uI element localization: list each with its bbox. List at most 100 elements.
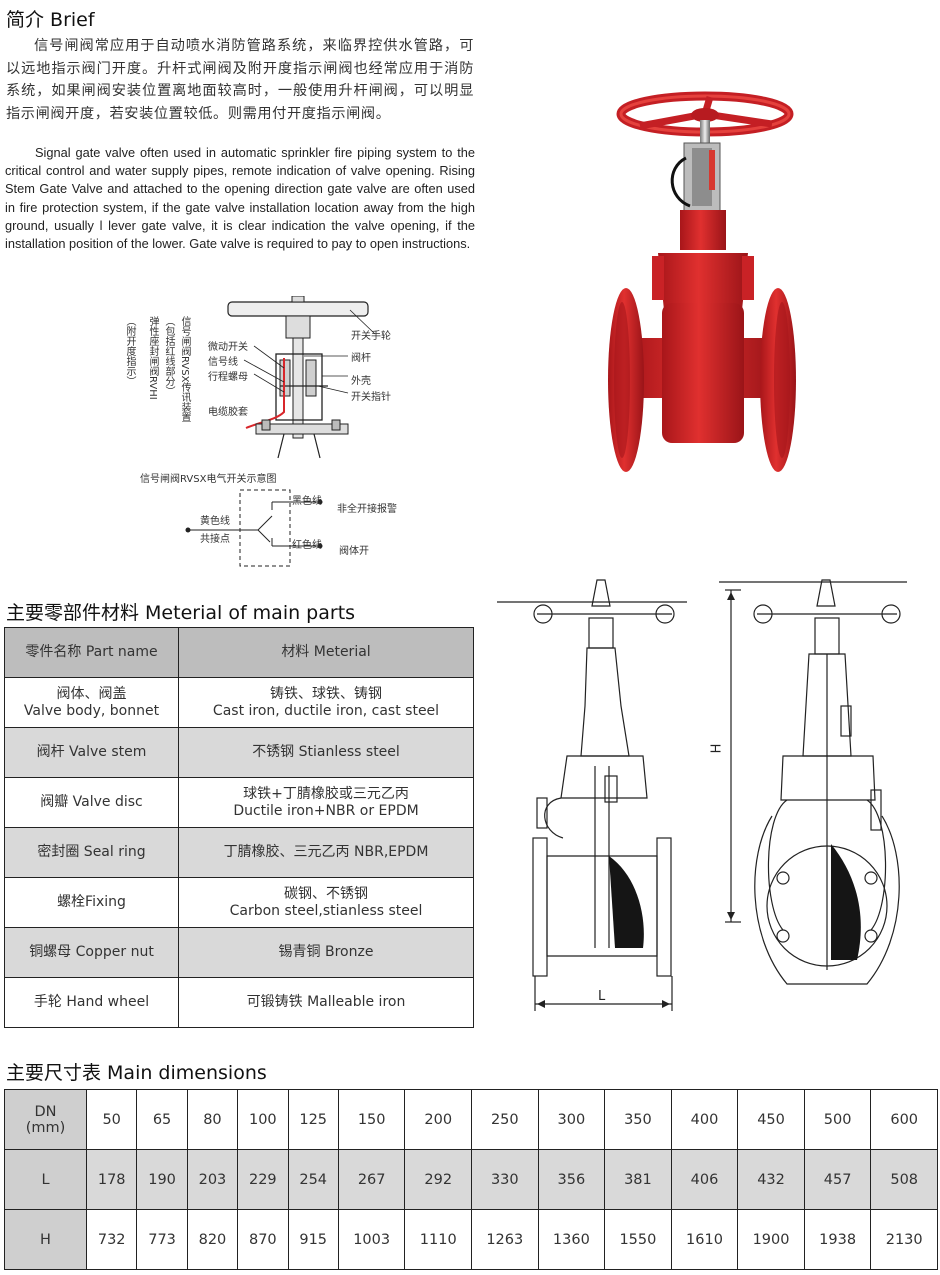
table-cell: 432 bbox=[737, 1149, 805, 1210]
parts-header-material: 材料 Meterial bbox=[178, 627, 474, 678]
table-cell: 406 bbox=[670, 1149, 739, 1210]
table-cell: 254 bbox=[287, 1149, 339, 1210]
part-material: 可锻铸铁 Malleable iron bbox=[178, 977, 474, 1028]
label-signal-wire: 信号线 bbox=[208, 357, 238, 368]
brief-title: 简介 Brief bbox=[6, 9, 95, 31]
table-cell: 300 bbox=[537, 1089, 606, 1150]
table-cell: 450 bbox=[737, 1089, 805, 1150]
label-micro-switch: 微动开关 bbox=[208, 342, 248, 353]
brief-cn-paragraph: 信号闸阀常应用于自动喷水消防管路系统，来临界控供水管路，可以远地指示阀门开度。升… bbox=[6, 38, 474, 122]
part-material: 丁腈橡胶、三元乙丙 NBR,EPDM bbox=[178, 827, 474, 878]
part-material: 锡青铜 Bronze bbox=[178, 927, 474, 978]
table-cell: 229 bbox=[237, 1149, 289, 1210]
parts-header-row: 零件名称 Part name 材料 Meterial bbox=[4, 627, 474, 678]
table-cell: 508 bbox=[870, 1149, 938, 1210]
table-cell: 125 bbox=[287, 1089, 339, 1150]
label-yellow-wire: 黄色线 bbox=[200, 516, 230, 527]
table-cell: 773 bbox=[136, 1209, 188, 1270]
row-header-l: L bbox=[4, 1149, 87, 1210]
table-row: 阀杆 Valve stem 不锈钢 Stianless steel bbox=[4, 727, 474, 778]
table-cell: 100 bbox=[237, 1089, 289, 1150]
part-name: 螺栓Fixing bbox=[4, 877, 179, 928]
table-cell: 250 bbox=[471, 1089, 539, 1150]
table-cell: 80 bbox=[186, 1089, 239, 1150]
table-cell: 1610 bbox=[670, 1209, 739, 1270]
valve-technical-drawing bbox=[497, 579, 907, 1011]
label-common-contact: 共接点 bbox=[200, 534, 230, 545]
table-cell: 1360 bbox=[537, 1209, 606, 1270]
table-row: 密封圈 Seal ring 丁腈橡胶、三元乙丙 NBR,EPDM bbox=[4, 827, 474, 878]
label-stem: 阀杆 bbox=[351, 353, 371, 364]
table-cell: 356 bbox=[537, 1149, 606, 1210]
label-switch-pointer: 开关指针 bbox=[351, 392, 391, 403]
table-cell: 1263 bbox=[471, 1209, 539, 1270]
table-cell: 915 bbox=[287, 1209, 339, 1270]
parts-header-name: 零件名称 Part name bbox=[4, 627, 179, 678]
part-name: 铜螺母 Copper nut bbox=[4, 927, 179, 978]
table-cell: 381 bbox=[604, 1149, 672, 1210]
valve-product-photo bbox=[608, 91, 796, 472]
table-cell: 1900 bbox=[737, 1209, 805, 1270]
label-black-wire: 黑色线 bbox=[292, 496, 322, 507]
table-row-l: L 178 190 203 229 254 267 292 330 356 38… bbox=[4, 1149, 938, 1210]
table-cell: 1938 bbox=[803, 1209, 872, 1270]
table-cell: 267 bbox=[337, 1149, 406, 1210]
brief-en-paragraph: Signal gate valve often used in automati… bbox=[5, 145, 475, 252]
dimensions-table: DN(mm) 50 65 80 100 125 150 200 250 300 … bbox=[4, 1089, 938, 1270]
label-cable-sleeve: 电缆胶套 bbox=[208, 407, 248, 418]
table-cell: 2130 bbox=[870, 1209, 938, 1270]
part-name: 密封圈 Seal ring bbox=[4, 827, 179, 878]
table-row-h: H 732 773 820 870 915 1003 1110 1263 136… bbox=[4, 1209, 938, 1270]
dimension-label-L: L bbox=[598, 989, 606, 1004]
table-cell: 400 bbox=[670, 1089, 739, 1150]
label-valve-open: 阀体开 bbox=[339, 546, 369, 557]
diagram-label-rvsx: 信号闸阀RVSX传讯装置 bbox=[179, 316, 190, 423]
table-cell: 457 bbox=[803, 1149, 872, 1210]
switch-schematic bbox=[185, 489, 323, 567]
part-material: 不锈钢 Stianless steel bbox=[178, 727, 474, 778]
table-cell: 600 bbox=[870, 1089, 938, 1150]
part-name: 阀瓣 Valve disc bbox=[4, 777, 179, 828]
row-header-h: H bbox=[4, 1209, 87, 1270]
diagram-label-rvhi: 弹性座封闸阀RVHI bbox=[147, 316, 158, 400]
signal-device-diagram bbox=[227, 296, 376, 459]
table-cell: 292 bbox=[404, 1149, 472, 1210]
table-row: 铜螺母 Copper nut 锡青铜 Bronze bbox=[4, 927, 474, 978]
table-row: 手轮 Hand wheel 可锻铸铁 Malleable iron bbox=[4, 977, 474, 1028]
label-red-wire: 红色线 bbox=[292, 540, 322, 551]
part-name: 阀杆 Valve stem bbox=[4, 727, 179, 778]
dimension-label-H: H bbox=[709, 743, 725, 754]
table-cell: 1110 bbox=[404, 1209, 472, 1270]
table-cell: 150 bbox=[337, 1089, 406, 1150]
parts-title: 主要零部件材料 Meterial of main parts bbox=[6, 602, 356, 624]
table-cell: 65 bbox=[136, 1089, 188, 1150]
diagram-caption: 信号闸阀RVSX电气开关示意图 bbox=[140, 474, 277, 485]
table-cell: 200 bbox=[404, 1089, 472, 1150]
table-cell: 820 bbox=[186, 1209, 239, 1270]
label-hand-wheel: 开关手轮 bbox=[351, 331, 391, 342]
table-row-dn: DN(mm) 50 65 80 100 125 150 200 250 300 … bbox=[4, 1089, 938, 1150]
table-cell: 732 bbox=[85, 1209, 138, 1270]
table-cell: 330 bbox=[471, 1149, 539, 1210]
label-not-open-alarm: 非全开接报警 bbox=[337, 504, 397, 515]
table-cell: 190 bbox=[136, 1149, 188, 1210]
table-cell: 870 bbox=[237, 1209, 289, 1270]
table-cell: 178 bbox=[85, 1149, 138, 1210]
table-cell: 500 bbox=[803, 1089, 872, 1150]
table-cell: 350 bbox=[604, 1089, 672, 1150]
diagram-label-red-line: （包括红线部分） bbox=[163, 316, 174, 396]
table-cell: 50 bbox=[85, 1089, 138, 1150]
table-cell: 1003 bbox=[337, 1209, 406, 1270]
table-cell: 203 bbox=[186, 1149, 239, 1210]
dimensions-title: 主要尺寸表 Main dimensions bbox=[6, 1062, 267, 1084]
label-travel-nut: 行程螺母 bbox=[208, 372, 248, 383]
row-header-dn: DN(mm) bbox=[4, 1089, 87, 1150]
